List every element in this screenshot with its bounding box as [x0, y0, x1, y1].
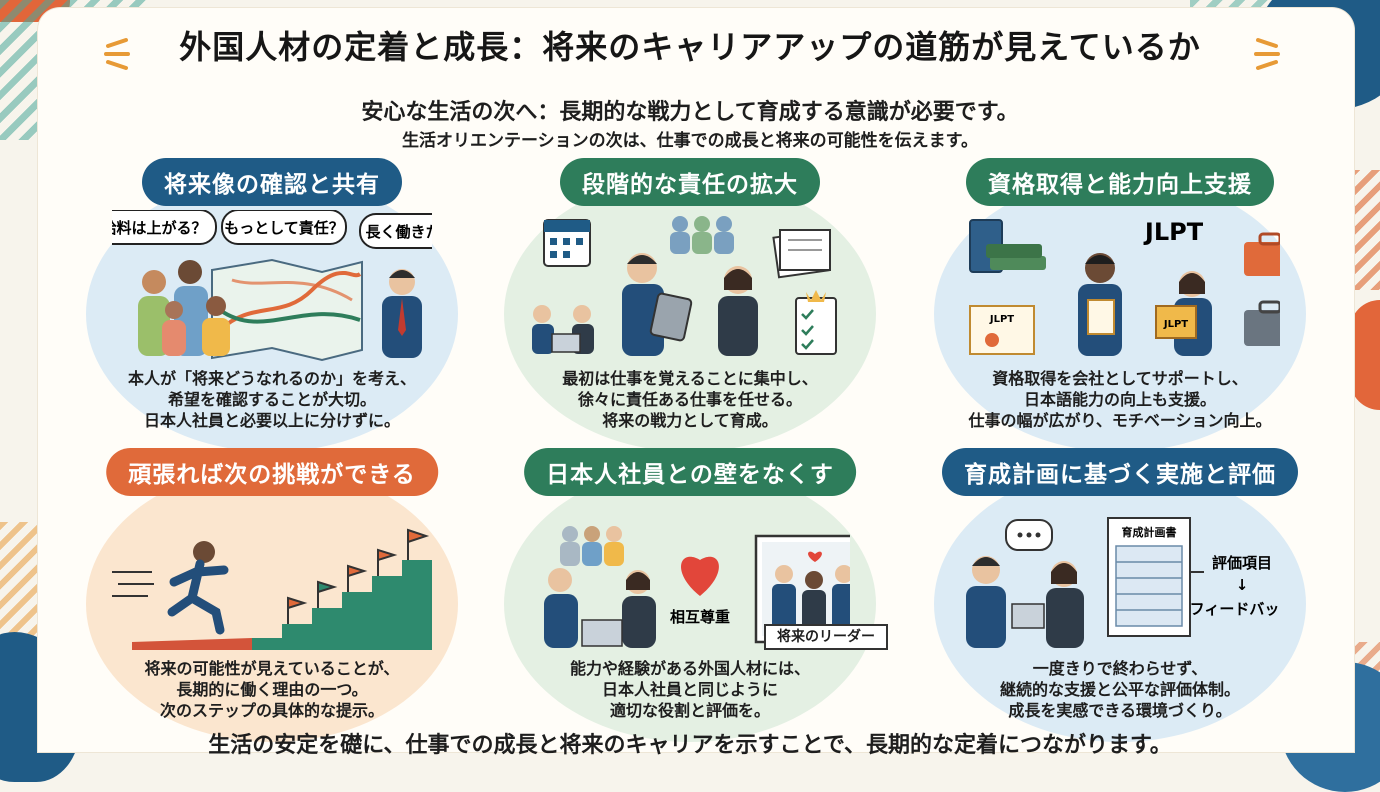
burst-right-icon — [1254, 38, 1280, 70]
card-line: 成長を実感できる環境づくり。 — [1008, 701, 1232, 720]
plan-title: 育成計画書 — [1122, 525, 1177, 539]
speed-lines — [112, 571, 154, 597]
stairs-icon — [132, 560, 432, 650]
eval-items-label: 評価項目 — [1212, 554, 1272, 572]
card-heading: 頑張れば次の挑戦ができる — [106, 448, 438, 496]
calendar-icon — [543, 219, 591, 267]
illustration-stairs — [112, 528, 432, 650]
card-text: 将来の可能性が見えていることが、 長期的に働く理由の一つ。 次のステップの具体的… — [52, 658, 492, 721]
checklist-icon — [795, 290, 837, 355]
leader-label: 将来のリーダー — [764, 624, 888, 650]
card-gradual-responsibility: 最初は仕事を覚えることに集中し、 徐々に責任ある仕事を任せる。 将来の戦力として… — [470, 158, 910, 458]
runner-icon — [167, 541, 229, 635]
card-heading: 育成計画に基づく実施と評価 — [942, 448, 1298, 496]
book-label: JLPT — [1163, 319, 1188, 330]
card-text: 資格取得を会社としてサポートし、 日本語能力の向上も支援。 仕事の幅が広がり、モ… — [900, 368, 1340, 431]
card-text: 本人が「将来どうなれるのか」を考え、 希望を確認することが大切。 日本人社員と必… — [52, 368, 492, 431]
leader-photo-frame-icon — [754, 534, 850, 644]
card-line: 次のステップの具体的な提示。 — [159, 701, 384, 720]
card-line: 最初は仕事を覚えることに集中し、 — [562, 369, 818, 388]
bubble-long-work: 長く働きたい？ — [365, 223, 432, 241]
card-heading: 日本人社員との壁をなくす — [524, 448, 856, 496]
jlpt-label: JLPT — [1143, 218, 1204, 246]
card-text: 能力や経験がある外国人材には、 日本人社員と同じように 適切な役割と評価を。 — [470, 658, 910, 721]
card-line: 適切な役割と評価を。 — [609, 701, 770, 720]
illustration-responsibility — [532, 216, 837, 356]
family-icon — [138, 260, 230, 356]
map-icon — [211, 258, 363, 362]
card-line: 本人が「将来どうなれるのか」を考え、 — [127, 369, 416, 388]
speech-bubbles: 給料は上がる？ もっとして責任？ 長く働きたい？ — [112, 210, 432, 249]
card-line: 日本語能力の向上も支援。 — [1023, 390, 1216, 409]
card-remove-barriers: 相互尊重 将来のリーダー 能力や経験がある外国人材には、 日本人社員と同じように… — [470, 448, 910, 748]
bubble-responsibility: もっとして責任？ — [224, 219, 344, 237]
card-line: 日本人社員と必要以上に分けずに。 — [143, 411, 400, 430]
team-icon — [670, 216, 734, 254]
card-line: 能力や経験がある外国人材には、 — [569, 659, 810, 678]
chat-bubble-icon — [1005, 519, 1053, 551]
card-heading: 将来像の確認と共有 — [142, 158, 402, 206]
bubble-salary: 給料は上がる？ — [112, 219, 207, 237]
card-line: 徐々に責任ある仕事を任せる。 — [577, 390, 802, 409]
card-future-vision: 給料は上がる？ もっとして責任？ 長く働きたい？ 本人が「将来どうなれるのか」を… — [52, 158, 492, 458]
books-icon — [969, 219, 1046, 273]
illustration-qualification: JLPT JLPT JLPT — [969, 218, 1280, 356]
arrow-down-icon: ↓ — [1236, 576, 1249, 594]
card-line: 資格取得を会社としてサポートし、 — [992, 369, 1248, 388]
meeting-pair-icon — [544, 568, 656, 648]
card-line: 日本人社員と同じように — [601, 680, 778, 699]
title-wrap: 外国人材の定着と成長：将来のキャリアアップの道筋が見えているか — [0, 22, 1380, 68]
laptop-meeting-icon — [532, 305, 594, 354]
card-text: 一度きりで終わらせず、 継続的な支援と公平な評価体制。 成長を実感できる環境づく… — [900, 658, 1340, 721]
mentor-pair-icon — [966, 556, 1084, 648]
woman-with-book-icon: JLPT — [1155, 271, 1212, 356]
card-development-plan: 育成計画書 評価項目 ↓ フィードバック 一度きりで終わらせず、 継続的な支援と… — [900, 448, 1340, 748]
heart-icon — [681, 556, 719, 596]
colleagues-icon — [560, 526, 624, 566]
footer-message: 生活の安定を礎に、仕事での成長と将来のキャリアを示すことで、長期的な定着につなが… — [208, 733, 1172, 758]
card-qualification-support: JLPT JLPT JLPT 資格取得を会社としてサポートし、 日本語能力の向上… — [900, 158, 1340, 458]
card-line: 将来の可能性が見えていることが、 — [144, 659, 400, 678]
page-lead: 生活オリエンテーションの次は、仕事での成長と将来の可能性を伝えます。 — [402, 131, 978, 151]
card-heading: 段階的な責任の拡大 — [560, 158, 820, 206]
certificate-icon: JLPT — [969, 305, 1035, 355]
side-blob-right — [1350, 300, 1380, 410]
flags-icon — [287, 528, 430, 624]
advisor-icon — [382, 269, 422, 358]
page-subtitle: 安心な生活の次へ：長期的な戦力として育成する意識が必要です。 — [361, 100, 1019, 125]
card-text: 最初は仕事を覚えることに集中し、 徐々に責任ある仕事を任せる。 将来の戦力として… — [470, 368, 910, 431]
card-line: 継続的な支援と公平な評価体制。 — [999, 680, 1240, 699]
card-line: 仕事の幅が広がり、モチベーション向上。 — [968, 411, 1272, 430]
burst-left-icon — [104, 38, 130, 70]
illustration-equality: 相互尊重 — [544, 526, 850, 648]
documents-icon — [772, 229, 831, 279]
manager-with-tablet-icon — [622, 253, 693, 356]
illustration-plan-evaluation: 育成計画書 評価項目 ↓ フィードバック — [966, 517, 1280, 648]
plan-document-icon: 育成計画書 — [1107, 517, 1191, 637]
graduate-man-icon — [1078, 253, 1122, 356]
toolbox-grey-icon — [1244, 300, 1280, 346]
certificate-label: JLPT — [989, 314, 1014, 325]
card-next-challenge: 将来の可能性が見えていることが、 長期的に働く理由の一つ。 次のステップの具体的… — [52, 448, 492, 748]
card-line: 長期的に働く理由の一つ。 — [176, 680, 368, 699]
card-line: 希望を確認することが大切。 — [167, 390, 376, 409]
card-line: 一度きりで終わらせず、 — [1032, 659, 1208, 678]
respect-label: 相互尊重 — [670, 608, 730, 626]
page-title: 外国人材の定着と成長：将来のキャリアアップの道筋が見えているか — [179, 28, 1201, 66]
card-heading: 資格取得と能力向上支援 — [966, 158, 1274, 206]
illustration-career-map: 給料は上がる？ もっとして責任？ 長く働きたい？ — [112, 210, 432, 362]
feedback-label: フィードバック — [1190, 600, 1280, 618]
employee-icon — [718, 266, 758, 356]
card-line: 将来の戦力として育成。 — [602, 411, 778, 430]
toolbox-red-icon — [1244, 232, 1280, 276]
